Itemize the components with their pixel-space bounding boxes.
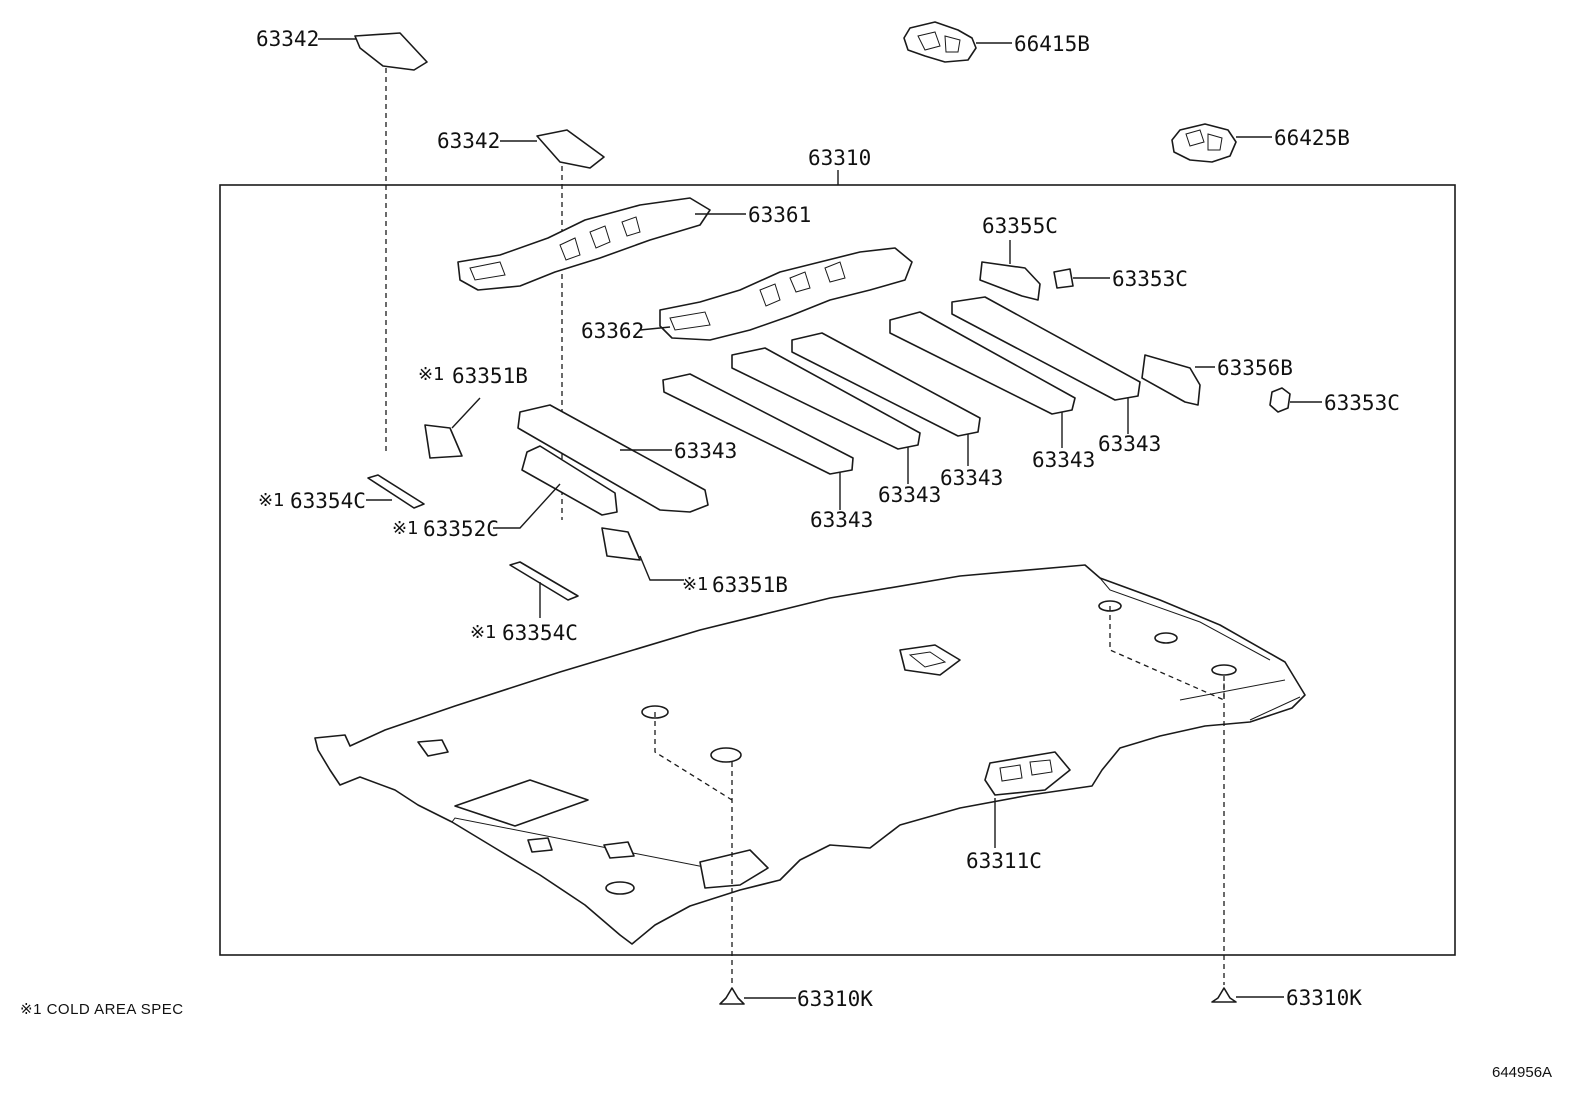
label-63356B[interactable]: 63356B <box>1217 356 1293 380</box>
label-63362[interactable]: 63362 <box>581 319 644 343</box>
label-63354C-b-mark: ※1 <box>470 622 497 643</box>
part-63362[interactable] <box>639 247 913 341</box>
part-63311C-headliner[interactable] <box>314 564 1306 945</box>
label-63351B-b[interactable]: 63351B <box>712 573 788 597</box>
label-63343-4[interactable]: 63343 <box>940 466 1003 490</box>
part-63361[interactable] <box>457 197 746 291</box>
part-63310K-b[interactable] <box>1211 676 1284 1003</box>
label-63342-a[interactable]: 63342 <box>256 27 319 51</box>
label-63343-5[interactable]: 63343 <box>1032 448 1095 472</box>
label-63342-b[interactable]: 63342 <box>437 129 500 153</box>
label-63353C-a[interactable]: 63353C <box>1112 267 1188 291</box>
label-63310[interactable]: 63310 <box>808 146 871 170</box>
cold-area-spec-note: ※1 COLD AREA SPEC <box>20 1001 184 1018</box>
label-63310K-a[interactable]: 63310K <box>797 987 873 1011</box>
part-63343-6[interactable] <box>951 296 1141 434</box>
part-63356B[interactable] <box>1141 354 1215 406</box>
part-66415B[interactable] <box>903 21 1012 63</box>
label-63351B-b-mark: ※1 <box>682 574 709 595</box>
part-63343-3[interactable] <box>731 347 921 484</box>
label-63351B-a[interactable]: 63351B <box>452 364 528 388</box>
part-63355C[interactable] <box>979 240 1041 301</box>
part-63342-b[interactable] <box>500 129 605 520</box>
part-63353C-b[interactable] <box>1269 387 1322 413</box>
label-63343-1[interactable]: 63343 <box>674 439 737 463</box>
label-63355C[interactable]: 63355C <box>982 214 1058 238</box>
label-66425B[interactable]: 66425B <box>1274 126 1350 150</box>
part-63352C[interactable] <box>493 445 618 529</box>
part-63310K-a[interactable] <box>719 762 796 1005</box>
label-63354C-a-mark: ※1 <box>258 490 285 511</box>
label-63352C[interactable]: 63352C <box>423 517 499 541</box>
part-63343-2[interactable] <box>662 373 854 510</box>
label-63352C-mark: ※1 <box>392 518 419 539</box>
part-63342-a[interactable] <box>318 32 428 455</box>
label-63310K-b[interactable]: 63310K <box>1286 986 1362 1010</box>
part-63343-1[interactable] <box>517 404 709 513</box>
part-63353C-a[interactable] <box>1053 268 1110 289</box>
part-66425B[interactable] <box>1171 123 1272 163</box>
label-63354C-b[interactable]: 63354C <box>502 621 578 645</box>
label-63361[interactable]: 63361 <box>748 203 811 227</box>
label-63343-2[interactable]: 63343 <box>810 508 873 532</box>
part-63343-5[interactable] <box>889 311 1076 448</box>
label-63343-3[interactable]: 63343 <box>878 483 941 507</box>
part-63354C-b[interactable] <box>509 561 579 618</box>
part-63354C-a[interactable] <box>366 474 425 509</box>
part-63351B-b[interactable] <box>601 527 684 581</box>
part-63343-4[interactable] <box>791 332 981 466</box>
label-63343-6[interactable]: 63343 <box>1098 432 1161 456</box>
part-63351B-a[interactable] <box>424 397 481 459</box>
label-66415B[interactable]: 66415B <box>1014 32 1090 56</box>
label-63311C[interactable]: 63311C <box>966 849 1042 873</box>
diagram-reference-number: 644956A <box>1492 1064 1552 1081</box>
label-63351B-a-mark: ※1 <box>418 364 445 385</box>
label-63353C-b[interactable]: 63353C <box>1324 391 1400 415</box>
label-63354C-a[interactable]: 63354C <box>290 489 366 513</box>
